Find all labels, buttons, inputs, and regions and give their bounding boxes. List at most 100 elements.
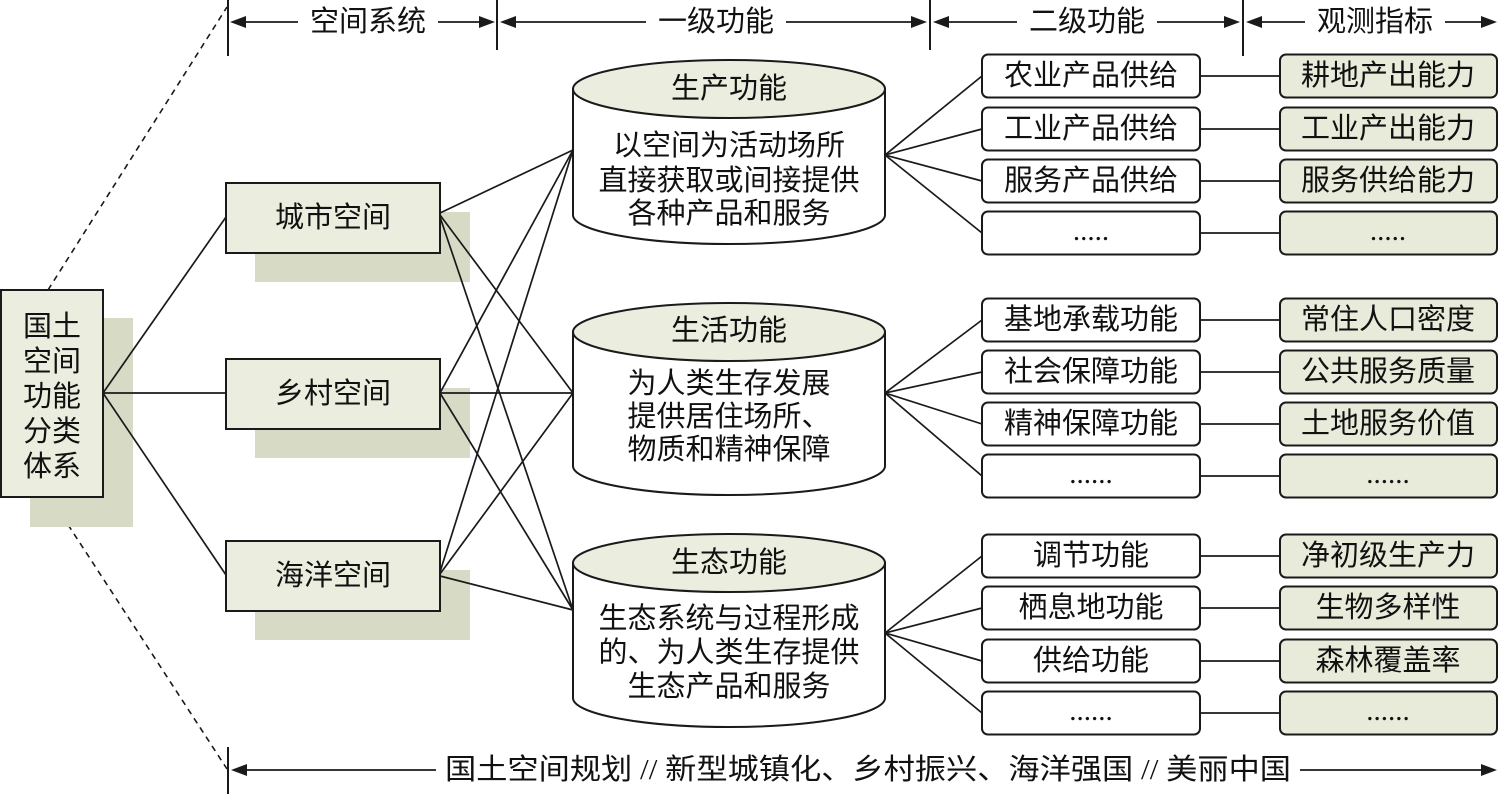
secondary-function-box: [981, 638, 1201, 684]
space-system-label: 乡村空间: [275, 377, 391, 410]
space-box-frame: [225, 540, 441, 612]
function-row: ...... ......: [981, 453, 1498, 499]
connector-line: [884, 154, 983, 234]
indicator-box: [1279, 453, 1498, 499]
indicator-box: [1279, 690, 1498, 736]
root-box-frame: [0, 289, 104, 498]
dashed-bracket-top: [47, 6, 228, 291]
primary-function-description-line: 为人类生存发展: [627, 367, 830, 400]
secondary-function-box: [981, 158, 1201, 204]
primary-function-description-line: 直接获取或间接提供: [598, 164, 859, 197]
indicator-label: .....: [1370, 215, 1406, 247]
secondary-function-box: [981, 53, 1201, 99]
indicator-box: [1279, 638, 1498, 684]
indicator-box: [1279, 210, 1498, 256]
left-arrow-icon: [231, 764, 247, 776]
right-arrow-icon: [1481, 764, 1497, 776]
connectors-space-to-primary: [439, 149, 574, 611]
connector-line: [884, 392, 983, 425]
primary-function-description-line: 生态系统与过程形成: [598, 602, 859, 635]
secondary-function-box: [981, 690, 1201, 736]
function-row: 基地承载功能 常住人口密度: [981, 297, 1498, 343]
connector-line: [439, 392, 574, 611]
primary-function-title: 生产功能: [671, 72, 787, 105]
connector-line: [884, 555, 983, 634]
right-arrow-icon: [1481, 16, 1497, 28]
connector-line: [884, 154, 983, 182]
space-box-frame: [225, 182, 441, 254]
function-row: ..... .....: [981, 210, 1498, 256]
indicator-label: 耕地产出能力: [1301, 59, 1475, 92]
right-arrow-icon: [911, 16, 927, 28]
primary-function-ecological: 生态功能 生态系统与过程形成 的、为人类生存提供 生态产品和服务: [572, 533, 886, 728]
function-row: 工业产品供给 工业产出能力: [981, 106, 1498, 152]
left-arrow-icon: [1246, 16, 1262, 28]
function-group-ecological: 调节功能 净初级生产力 栖息地功能 生物多样性 供给功能 森林覆盖率 .....…: [981, 533, 1498, 736]
connector-line: [884, 632, 983, 714]
primary-function-title: 生态功能: [671, 546, 787, 579]
primary-function-title: 生活功能: [671, 314, 787, 347]
header-column-spatial-system: 空间系统: [230, 5, 495, 38]
indicator-label: 服务供给能力: [1301, 164, 1475, 197]
function-row: 农业产品供给 耕地产出能力: [981, 53, 1498, 99]
space-system-box-marine: 海洋空间: [225, 540, 441, 612]
indicator-box: [1279, 401, 1498, 447]
root-label-line: 空间: [23, 345, 81, 378]
indicator-label: 土地服务价值: [1301, 407, 1475, 440]
cylinder-top: [572, 533, 886, 593]
footer-banner: 国土空间规划 // 新型城镇化、乡村振兴、海洋强国 // 美丽中国: [227, 747, 1497, 794]
connector-line: [884, 632, 983, 662]
function-row: 服务产品供给 服务供给能力: [981, 158, 1498, 204]
left-arrow-icon: [933, 16, 949, 28]
connector-line: [439, 149, 574, 573]
primary-function-living: 生活功能 为人类生存发展 提供居住场所、 物质和精神保障: [572, 302, 886, 496]
indicator-label: ......: [1366, 695, 1410, 727]
header-column-label: 二级功能: [1029, 5, 1145, 38]
secondary-function-box: [981, 106, 1201, 152]
secondary-function-label: ......: [1069, 458, 1113, 490]
connector-line: [884, 128, 983, 156]
primary-function-description-line: 提供居住场所、: [627, 400, 830, 433]
primary-function-description-line: 生态产品和服务: [627, 670, 830, 703]
header-column-label: 空间系统: [310, 5, 426, 38]
cylinder-top: [572, 59, 886, 119]
root-label-line: 功能: [23, 380, 81, 413]
secondary-function-box: [981, 401, 1201, 447]
function-row: 栖息地功能 生物多样性: [981, 585, 1498, 631]
function-row: 精神保障功能 土地服务价值: [981, 401, 1498, 447]
header-column-label: 观测指标: [1317, 5, 1433, 38]
secondary-function-label: 栖息地功能: [1018, 591, 1163, 624]
left-arrow-icon: [230, 16, 246, 28]
secondary-function-box: [981, 585, 1201, 631]
secondary-function-label: 供给功能: [1033, 644, 1149, 677]
primary-function-description-line: 的、为人类生存提供: [598, 636, 859, 669]
header-column-secondary-function: 二级功能: [933, 5, 1240, 38]
secondary-function-label: 服务产品供给: [1004, 164, 1178, 197]
indicator-box: [1279, 106, 1498, 152]
right-arrow-icon: [479, 16, 495, 28]
connector-line: [884, 75, 983, 156]
primary-function-description-line: 各种产品和服务: [627, 197, 830, 230]
secondary-function-box: [981, 297, 1201, 343]
indicator-box: [1279, 533, 1498, 579]
cylinder-body: [572, 562, 886, 728]
indicator-label: 公共服务质量: [1301, 355, 1475, 388]
cylinder-top: [572, 302, 886, 362]
function-row: 社会保障功能 公共服务质量: [981, 349, 1498, 395]
indicator-box: [1279, 349, 1498, 395]
root-category-box: 国土 空间 功能 分类 体系: [0, 289, 104, 498]
secondary-function-label: 精神保障功能: [1004, 407, 1178, 440]
indicator-box: [1279, 158, 1498, 204]
function-row: 调节功能 净初级生产力: [981, 533, 1498, 579]
space-system-box-urban: 城市空间: [225, 182, 441, 254]
root-label-line: 体系: [23, 450, 81, 483]
connector-line: [439, 149, 574, 394]
secondary-function-box: [981, 349, 1201, 395]
space-system-label: 城市空间: [275, 201, 391, 234]
indicator-label: 森林覆盖率: [1315, 644, 1460, 677]
indicator-box: [1279, 53, 1498, 99]
indicator-label: 工业产出能力: [1301, 112, 1475, 145]
footer-label: 国土空间规划 // 新型城镇化、乡村振兴、海洋强国 // 美丽中国: [445, 753, 1291, 786]
connector-line: [102, 392, 227, 576]
